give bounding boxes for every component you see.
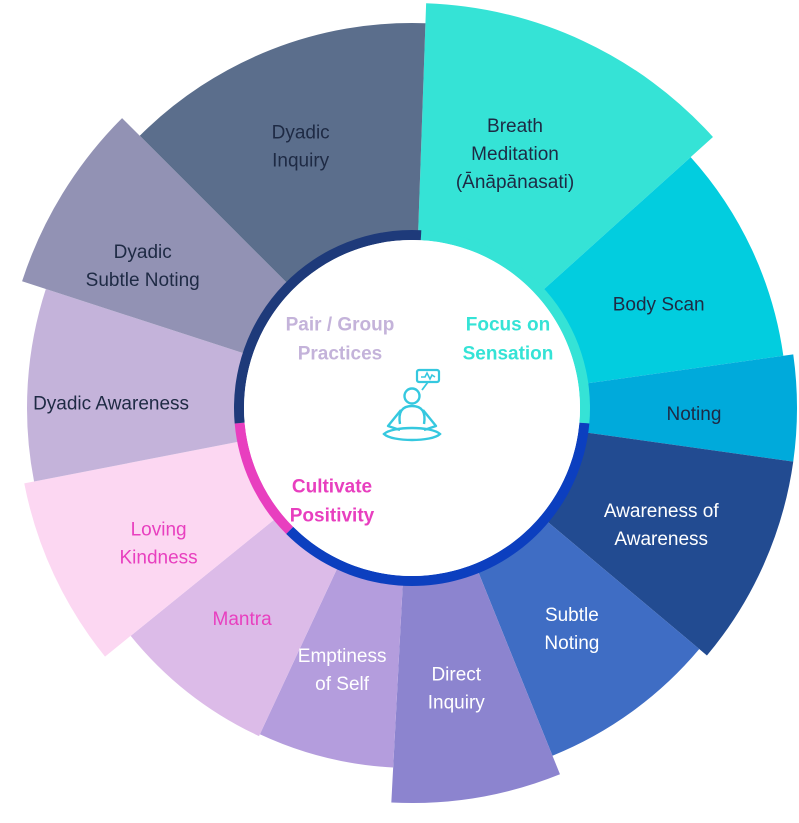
category-label-line: Sensation [463,344,554,365]
segment-dyadic-subtle-noting [22,118,290,355]
category-label-line: Positivity [290,506,375,527]
segment-label-line: Subtle [545,605,599,626]
segment-label-line: Awareness [614,529,708,550]
segment-label-emptiness-of-self: Emptiness of Self [298,646,387,695]
segment-label-body-scan: Body Scan [613,294,705,315]
segment-label-line: (Ānāpānasati) [456,172,574,193]
segment-breath-meditation [418,3,713,293]
segment-label-awareness-of-awareness: Awareness of Awareness [604,501,719,550]
category-focus-on-sensation: Focus on Sensation [463,315,554,365]
segment-mantra [130,516,339,737]
segment-body-scan [540,157,784,384]
segment-dyadic-inquiry [139,22,426,286]
segment-direct-inquiry [391,568,560,803]
segment-label-line: Direct [431,665,481,686]
category-label-line: Pair / Group [286,315,395,336]
segment-label-line: Dyadic [114,242,172,263]
segment-label-dyadic-awareness: Dyadic Awareness [33,394,189,415]
segment-label-line: Awareness of [604,501,719,522]
wheel-segments [22,3,797,803]
segment-label-noting: Noting [666,404,721,425]
segment-label-line: Mantra [213,609,273,630]
segment-emptiness-of-self [259,564,403,768]
segment-label-mantra: Mantra [213,609,273,630]
center-disc [244,240,580,576]
category-label-line: Focus on [466,315,550,336]
segment-dyadic-awareness [26,289,248,482]
segment-label-line: Dyadic Awareness [33,394,189,415]
positivity-arc [234,422,294,534]
segment-label-line: of Self [315,674,370,695]
segment-label-line: Breath [487,116,543,137]
segment-noting [583,354,797,462]
segment-label-line: Body Scan [613,294,705,315]
segment-label-line: Noting [544,633,599,654]
segment-label-line: Kindness [120,548,198,569]
segment-label-line: Meditation [471,144,559,165]
segment-label-line: Inquiry [272,151,330,172]
segment-subtle-noting [476,519,700,756]
segment-loving-kindness [24,441,278,657]
meditating-person-icon [382,368,442,442]
segment-label-line: Noting [666,404,721,425]
segment-label-line: Subtle Noting [86,270,200,291]
category-label-line: Practices [298,344,383,365]
segment-label-line: Dyadic [272,123,330,144]
segment-label-line: Inquiry [428,693,486,714]
segment-label-line: Loving [131,520,187,541]
category-label-line: Cultivate [292,477,372,498]
segment-awareness-of-awareness [544,432,794,656]
segment-label-line: Emptiness [298,646,387,667]
inner-circle [233,230,590,586]
noting-arc [286,422,590,586]
